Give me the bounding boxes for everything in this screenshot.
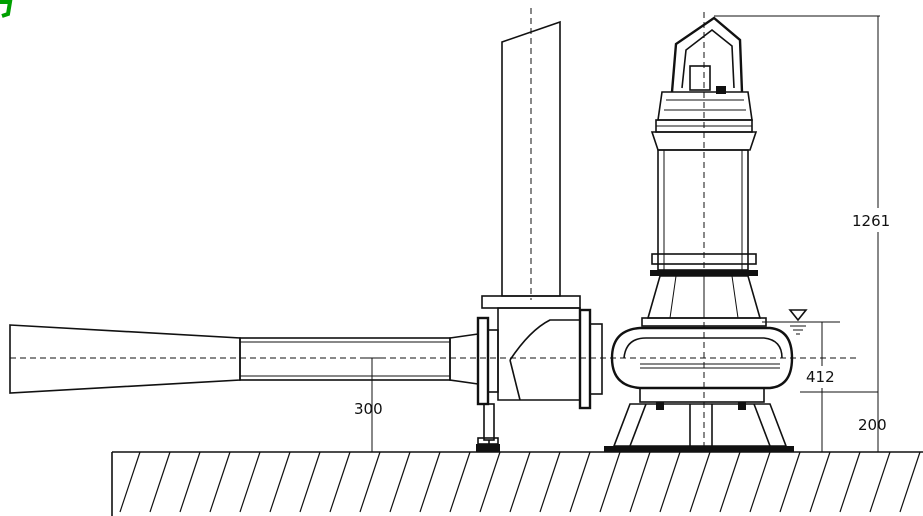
- base-height-label: 200: [858, 416, 887, 434]
- corner-mark: [0, 0, 13, 18]
- outlet-height-label: 412: [806, 368, 835, 386]
- air-intake-pipe: [481, 8, 581, 309]
- base-height-dimension: 200: [858, 416, 887, 434]
- submersible-pump: [604, 12, 794, 452]
- nozzle-height-dimension: 300: [354, 357, 383, 452]
- water-level-icon: [762, 309, 840, 335]
- mixing-housing: [476, 307, 603, 452]
- floor-hatching: [119, 451, 921, 513]
- total-height-label: 1261: [852, 212, 890, 230]
- floor: [111, 451, 923, 516]
- nozzle-height-label: 300: [354, 400, 383, 418]
- total-height-dimension: 1261: [714, 15, 902, 452]
- ejector-nozzle: [9, 324, 479, 394]
- outlet-height-dimension: 412: [800, 322, 878, 452]
